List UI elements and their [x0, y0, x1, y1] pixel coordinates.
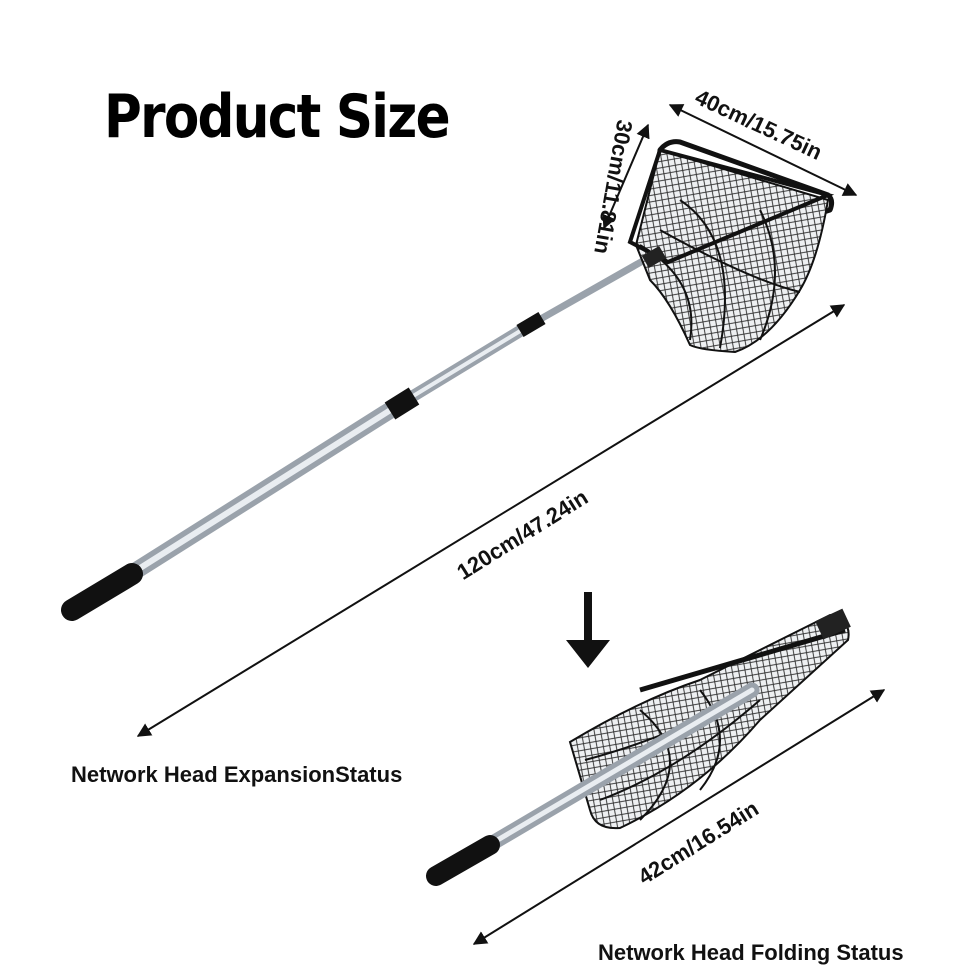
expanded-net: [61, 139, 835, 621]
folded-grip: [426, 835, 500, 886]
folded-status-caption: Network Head Folding Status: [598, 940, 904, 965]
fold-transition-arrow: [566, 592, 610, 668]
head-depth-arrow: [602, 123, 650, 230]
handle-grip: [61, 563, 143, 621]
lock-collar-1: [384, 387, 420, 420]
total-length-arrow: [136, 304, 846, 737]
net-mesh: [634, 148, 830, 354]
folded-net: [426, 608, 851, 886]
page-title: Product Size: [104, 82, 451, 152]
expanded-status-caption: Network Head ExpansionStatus: [71, 762, 403, 787]
lock-collar-2: [516, 311, 546, 338]
net-hinge: [641, 245, 667, 269]
pole-section-3: [526, 254, 652, 329]
folded-length-arrow: [472, 689, 886, 945]
head-width-arrow: [668, 104, 858, 196]
